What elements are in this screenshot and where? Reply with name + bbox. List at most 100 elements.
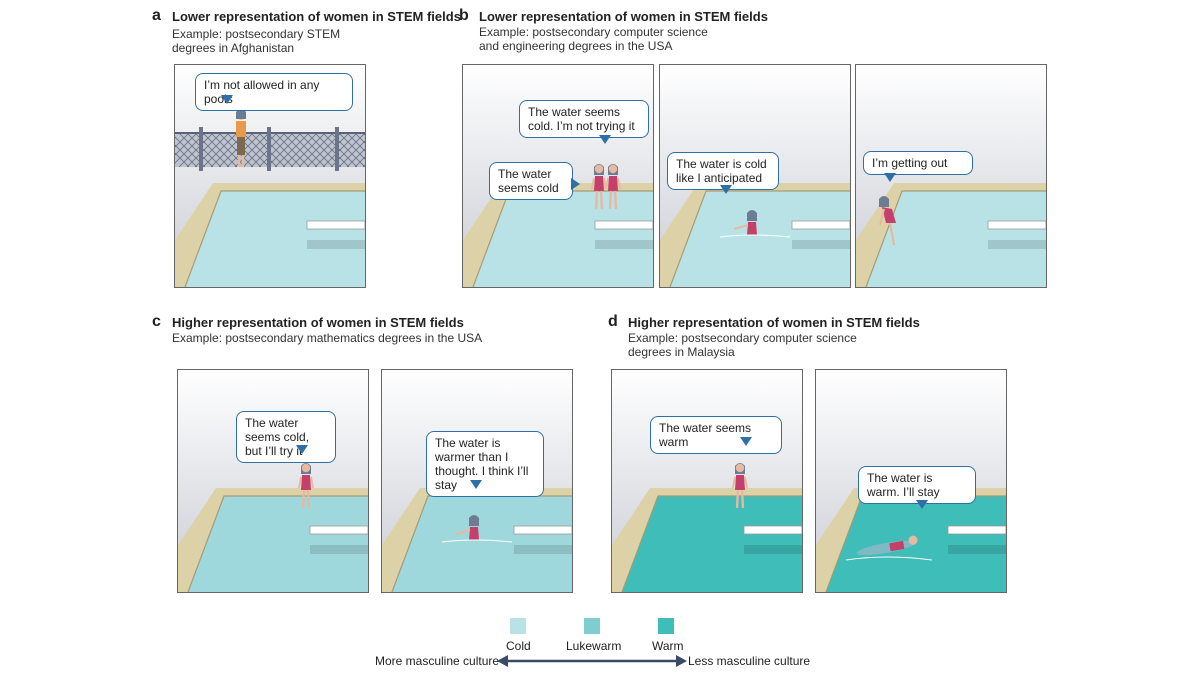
diving-board bbox=[743, 525, 802, 535]
scene-b-2: The water is cold like I anticipated bbox=[659, 64, 851, 288]
fence-post bbox=[199, 127, 203, 171]
pool-water bbox=[473, 191, 653, 287]
speech-bubble: The water seems cold. I’m not trying it bbox=[519, 100, 649, 138]
panel-subtitle-a-line-2: degrees in Afghanistan bbox=[172, 41, 295, 55]
panel-letter-b: b bbox=[459, 7, 469, 24]
scene-b-3: I’m getting out bbox=[855, 64, 1047, 288]
diving-board-shadow bbox=[307, 240, 365, 249]
diving-board-shadow bbox=[988, 240, 1046, 249]
diving-board bbox=[513, 525, 572, 535]
fence-post bbox=[335, 127, 339, 171]
swimmer-figure bbox=[733, 210, 758, 255]
double-arrow-icon bbox=[497, 655, 687, 667]
panel-subtitle-c-line-1: Example: postsecondary mathematics degre… bbox=[172, 331, 483, 345]
scene-d-2: The water is warm. I’ll stay bbox=[815, 369, 1007, 593]
diving-board bbox=[309, 525, 368, 535]
diving-board-shadow bbox=[310, 545, 368, 554]
pool-illustration bbox=[612, 370, 802, 592]
pool-water bbox=[622, 496, 802, 592]
diving-board bbox=[791, 220, 850, 230]
panel-letter-c: c bbox=[152, 313, 161, 330]
diving-board-shadow bbox=[792, 240, 850, 249]
axis-label-right: Less masculine culture bbox=[688, 654, 811, 668]
panel-subtitle-b-line-2: and engineering degrees in the USA bbox=[479, 39, 673, 53]
pool-water bbox=[670, 191, 850, 287]
panel-subtitle-a-line-1: Example: postsecondary STEM bbox=[172, 27, 341, 41]
scene-a-1: I’m not allowed in any pools bbox=[174, 64, 366, 288]
diving-board bbox=[594, 220, 653, 230]
swimmer-figure bbox=[879, 196, 896, 246]
pool-water bbox=[866, 191, 1046, 287]
speech-bubble-tail bbox=[884, 173, 896, 182]
swimmer-figure bbox=[732, 463, 748, 509]
scene-c-2: The water is warmer than I thought. I th… bbox=[381, 369, 573, 593]
speech-bubble-tail bbox=[916, 500, 928, 509]
pool-water bbox=[826, 496, 1006, 592]
speech-bubble: The water is cold like I anticipated bbox=[667, 152, 779, 190]
swimmer-figure bbox=[856, 535, 918, 556]
ripple bbox=[845, 556, 933, 561]
legend-label-cold: Cold bbox=[506, 639, 531, 653]
panel-subtitle-d-line-1: Example: postsecondary computer science bbox=[628, 331, 857, 345]
panel-subtitle-d-line-2: degrees in Malaysia bbox=[628, 345, 735, 359]
scene-b-1: The water seems cold. I’m not trying it … bbox=[462, 64, 654, 288]
legend-label-lukewarm: Lukewarm bbox=[566, 639, 622, 653]
speech-bubble-tail bbox=[740, 437, 752, 446]
scene-d-1: The water seems warm bbox=[611, 369, 803, 593]
scene-c-1: The water seems cold, but I’ll try it bbox=[177, 369, 369, 593]
pool-water bbox=[392, 496, 572, 592]
pool-edge bbox=[669, 190, 850, 287]
pool-water bbox=[185, 191, 365, 287]
speech-bubble-tail bbox=[720, 185, 732, 194]
pool-edge bbox=[187, 495, 368, 592]
legend-label-warm: Warm bbox=[652, 639, 684, 653]
legend-swatch-cold bbox=[510, 618, 526, 634]
diving-board bbox=[947, 525, 1006, 535]
panel-subtitle-d: Example: postsecondary computer science … bbox=[628, 331, 857, 359]
swimmer-figure bbox=[605, 164, 621, 210]
speech-bubble: The water seems warm bbox=[650, 416, 782, 454]
speech-bubble: The water is warm. I’ll stay bbox=[858, 466, 976, 504]
diving-board bbox=[306, 220, 365, 230]
speech-bubble-tail bbox=[470, 480, 482, 489]
pool-illustration bbox=[178, 370, 368, 592]
diving-board-shadow bbox=[744, 545, 802, 554]
speech-bubble-tail bbox=[221, 95, 233, 104]
ripple bbox=[719, 234, 791, 238]
panel-subtitle-a: Example: postsecondary STEM degrees in A… bbox=[172, 27, 340, 55]
panel-subtitle-b-line-1: Example: postsecondary computer science bbox=[479, 25, 708, 39]
swimmer-figure bbox=[298, 463, 314, 509]
speech-bubble: The water seems cold, but I’ll try it bbox=[236, 411, 336, 463]
pool-edge bbox=[865, 190, 1046, 287]
speech-bubble: I’m getting out bbox=[863, 151, 973, 175]
pool-edge bbox=[184, 190, 365, 287]
panel-letter-a: a bbox=[152, 7, 161, 24]
legend-swatch-lukewarm bbox=[584, 618, 600, 634]
panel-subtitle-b: Example: postsecondary computer science … bbox=[479, 25, 708, 53]
panel-letter-d: d bbox=[608, 313, 618, 330]
panel-title-a: Lower representation of women in STEM fi… bbox=[172, 9, 461, 24]
fence-post bbox=[267, 127, 271, 171]
diving-board-shadow bbox=[948, 545, 1006, 554]
diving-board bbox=[987, 220, 1046, 230]
speech-bubble: I’m not allowed in any pools bbox=[195, 73, 353, 111]
pool-water bbox=[188, 496, 368, 592]
legend-swatch-warm bbox=[658, 618, 674, 634]
speech-bubble-tail bbox=[296, 445, 308, 454]
axis-label-left: More masculine culture bbox=[375, 654, 500, 668]
speech-bubble: The water is warmer than I thought. I th… bbox=[426, 431, 544, 497]
ripple bbox=[441, 539, 513, 543]
swimmer-figure bbox=[591, 164, 607, 210]
panel-title-d: Higher representation of women in STEM f… bbox=[628, 315, 920, 330]
swimmer-figure bbox=[455, 515, 480, 560]
diving-board-shadow bbox=[514, 545, 572, 554]
panel-title-c: Higher representation of women in STEM f… bbox=[172, 315, 464, 330]
pool-edge bbox=[621, 495, 802, 592]
girl-figure bbox=[236, 109, 246, 167]
speech-bubble-tail bbox=[599, 135, 611, 144]
speech-bubble-tail bbox=[571, 178, 580, 190]
panel-subtitle-c: Example: postsecondary mathematics degre… bbox=[172, 331, 482, 345]
speech-bubble: The water seems cold bbox=[489, 162, 573, 200]
diving-board-shadow bbox=[595, 240, 653, 249]
panel-title-b: Lower representation of women in STEM fi… bbox=[479, 9, 768, 24]
